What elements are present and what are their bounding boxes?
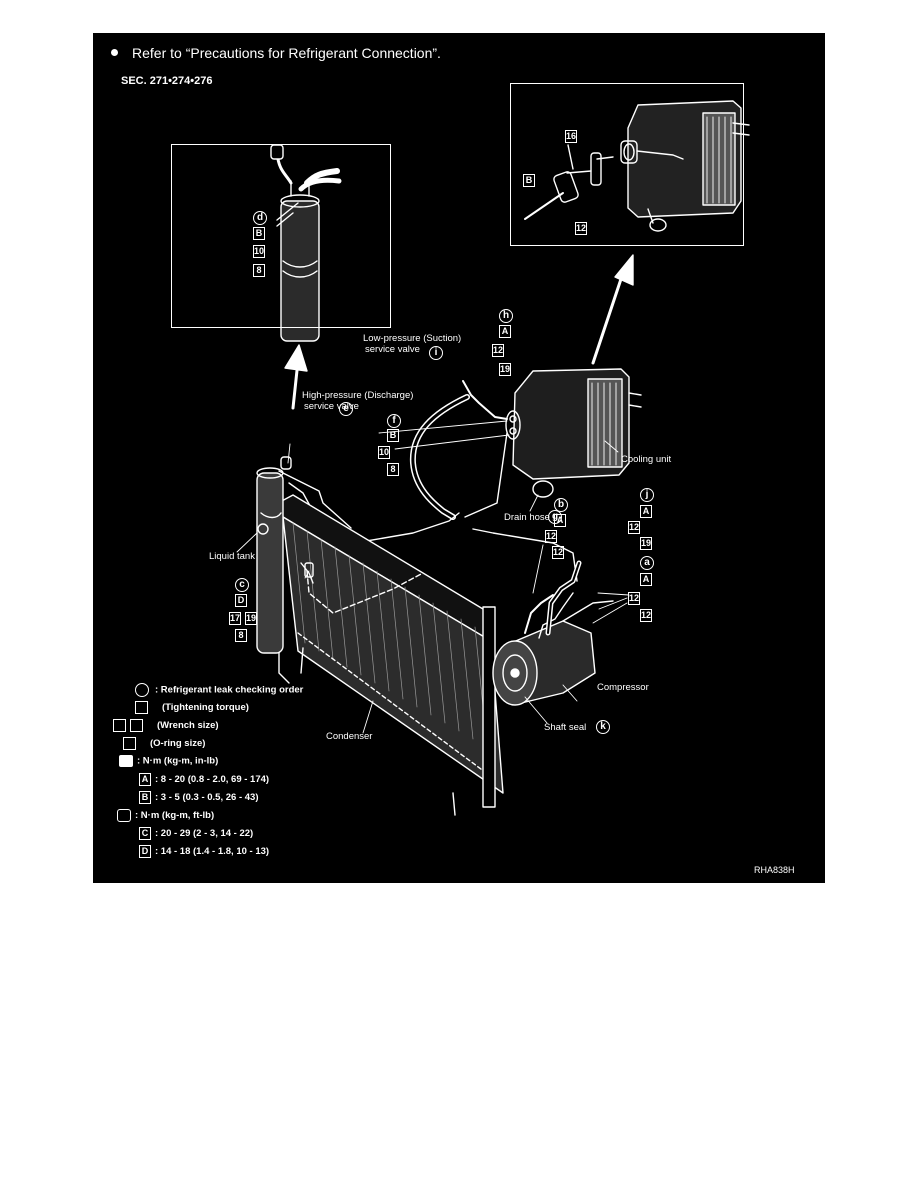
marker-h: h [499, 309, 513, 323]
precaution-note: Refer to “Precautions for Refrigerant Co… [111, 45, 441, 61]
legend-row-wrench: (Wrench size) [113, 719, 219, 732]
marker-12: 12 [628, 592, 640, 605]
condenser-drawing [277, 494, 504, 816]
legend-key-D: D [139, 845, 151, 858]
refrigerant-lines [278, 380, 578, 582]
legend-row-B: B: 3 - 5 (0.3 - 0.5, 26 - 43) [139, 791, 259, 804]
expansion-valve-inset [510, 83, 744, 246]
legend-key-B: B [139, 791, 151, 804]
marker-f: f [387, 414, 401, 428]
bullet-icon [111, 48, 118, 56]
low-pressure-valve-label-line2: service valve [365, 344, 420, 355]
marker-19: 19 [245, 612, 257, 625]
receiver-drier-inset [171, 144, 391, 328]
marker-12: 12 [628, 521, 640, 534]
legend-row-A: A: 8 - 20 (0.8 - 2.0, 69 - 174) [139, 773, 269, 786]
marker-10: 10 [253, 245, 265, 258]
marker-B: B [523, 174, 535, 187]
marker-12: 12 [545, 530, 557, 543]
condenser-label: Condenser [326, 731, 373, 742]
high-pressure-valve-label-line2: service valve [304, 401, 359, 412]
marker-B: B [387, 429, 399, 442]
legend-key-C: C [139, 827, 151, 840]
marker-d: d [253, 211, 267, 225]
legend-row-D: D: 14 - 18 (1.4 - 1.8, 10 - 13) [139, 845, 269, 858]
double-square-symbol-icon [113, 719, 126, 732]
marker-B: B [253, 227, 265, 240]
marker-A: A [640, 573, 652, 586]
marker-D: D [235, 594, 247, 607]
drain-hose-label: Drain hose [504, 512, 550, 523]
low-pressure-valve-label: Low-pressure (Suction) service valve [363, 333, 462, 355]
marker-i: i [429, 346, 443, 360]
marker-k: k [596, 720, 610, 734]
legend-row-unit-ftlb: : N·m (kg-m, ft-lb) [117, 809, 214, 822]
legend-row-leak-order: : Refrigerant leak checking order [135, 683, 303, 697]
marker-A: A [554, 514, 566, 527]
marker-10: 10 [378, 446, 390, 459]
marker-A: A [499, 325, 511, 338]
legend-row-C: C: 20 - 29 (2 - 3, 14 - 22) [139, 827, 253, 840]
marker-8: 8 [387, 463, 399, 476]
marker-A: A [640, 505, 652, 518]
legend-row-unit-inlb: : N·m (kg-m, in-lb) [119, 755, 218, 767]
marker-12: 12 [492, 344, 504, 357]
legend-row-oring: (O-ring size) [123, 737, 205, 750]
high-pressure-valve-label: High-pressure (Discharge) service valve [302, 390, 414, 412]
oring-symbol-icon [123, 737, 136, 750]
marker-e: e [339, 402, 353, 416]
marker-12: 12 [552, 546, 564, 559]
marker-a: a [640, 556, 654, 570]
line-art [236, 100, 750, 816]
receiver-drier-drawing [270, 144, 342, 342]
marker-j: j [640, 488, 654, 502]
precaution-note-text: Refer to “Precautions for Refrigerant Co… [132, 45, 441, 61]
marker-8: 8 [235, 629, 247, 642]
marker-16: 16 [565, 130, 577, 143]
compressor-drawing [492, 560, 614, 706]
marker-19: 19 [640, 537, 652, 550]
shaft-seal-label: Shaft seal [544, 722, 587, 733]
torque-wrench-alt-icon [117, 809, 131, 822]
legend-row-tightening: (Tightening torque) [135, 701, 249, 714]
diagram-panel: Refer to “Precautions for Refrigerant Co… [93, 33, 825, 883]
square-symbol-icon [135, 701, 148, 714]
marker-c: c [235, 578, 249, 592]
marker-b: b [554, 498, 568, 512]
leader-lines [236, 420, 630, 734]
section-reference: SEC. 271•274•276 [121, 75, 213, 87]
figure-code: RHA838H [754, 865, 795, 875]
cooling-unit-label: Cooling unit [621, 454, 672, 465]
torque-wrench-icon [119, 755, 133, 767]
cooling-unit-drawing [505, 368, 642, 498]
legend-key-A: A [139, 773, 151, 786]
marker-17: 17 [229, 612, 241, 625]
expansion-valve-drawing [524, 100, 750, 232]
liquid-tank-label: Liquid tank [209, 551, 255, 562]
marker-8: 8 [253, 264, 265, 277]
marker-19: 19 [499, 363, 511, 376]
marker-12: 12 [575, 222, 587, 235]
circle-symbol-icon [135, 683, 149, 697]
marker-12: 12 [640, 609, 652, 622]
compressor-label: Compressor [597, 682, 649, 693]
